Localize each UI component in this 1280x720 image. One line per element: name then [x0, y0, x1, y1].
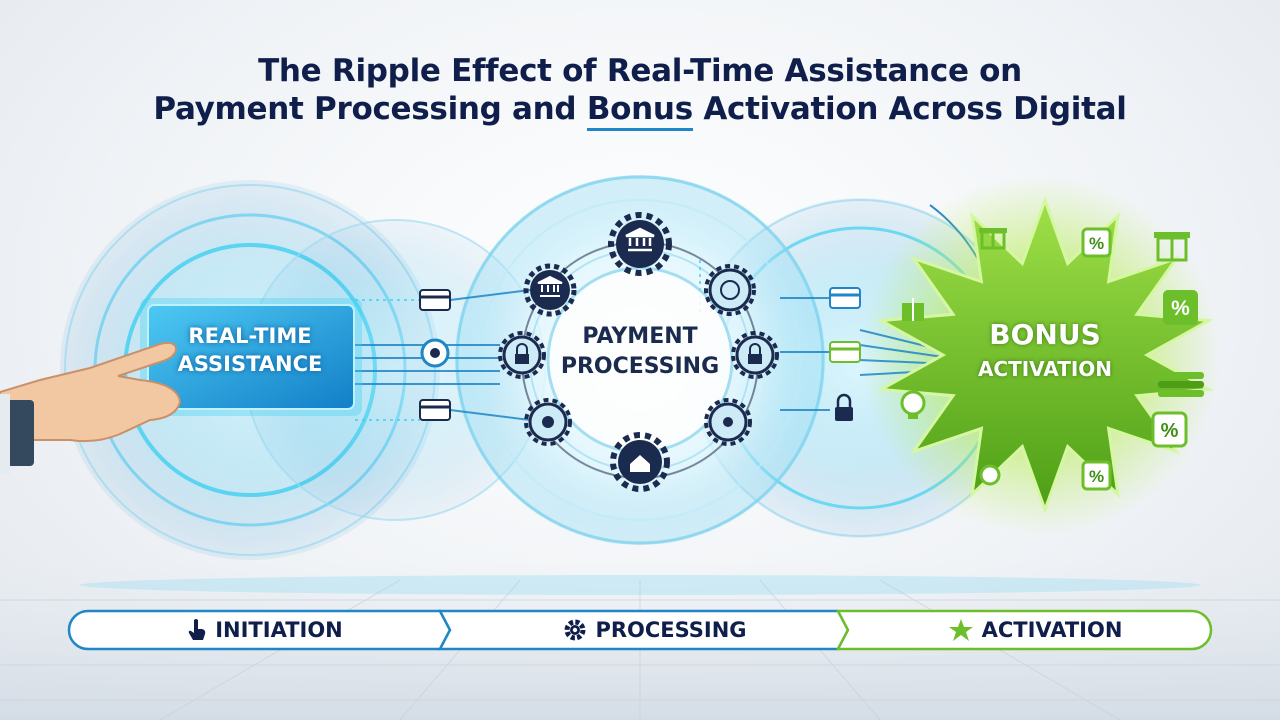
percent-badge-4-text: % — [1089, 467, 1104, 486]
percent-badge-2: % — [1163, 290, 1198, 325]
bonus-label-line-1: BONUS — [989, 318, 1101, 351]
processing-label-line-1: PAYMENT — [582, 324, 698, 349]
step-bar — [67, 609, 1213, 651]
step-activation-shape — [835, 609, 1213, 651]
gift-icon-top-left — [979, 228, 1007, 250]
step-labels: INITIATION PROCESSING ACTIVATION — [70, 611, 1210, 649]
gear-lock-right — [731, 331, 779, 379]
floor-glow — [80, 575, 1200, 595]
percent-badge-3: % — [1151, 411, 1188, 448]
pointer-hand-icon — [187, 618, 207, 642]
title-line-2-start: Payment Processing and — [153, 91, 587, 127]
gear-icon — [563, 618, 587, 642]
gear-shield — [704, 398, 752, 446]
title-line-1: The Ripple Effect of Real-Time Assistanc… — [258, 53, 1022, 89]
percent-badge-3-text: % — [1161, 420, 1179, 442]
card-icon-left-top — [419, 289, 451, 311]
card-icon-right-top — [829, 287, 861, 309]
title-line-2: Payment Processing and Bonus Activation … — [0, 90, 1280, 131]
title-line-2-emphasis: Bonus — [586, 91, 693, 131]
step-activation: ACTIVATION — [860, 611, 1210, 649]
percent-badge-4: % — [1081, 460, 1112, 491]
step-initiation: INITIATION — [90, 611, 440, 649]
gear-globe — [704, 264, 756, 316]
step-initiation-shape — [67, 609, 452, 651]
assistance-box — [140, 298, 362, 416]
lightbulb-icon — [900, 390, 926, 419]
bonus-starburst — [876, 195, 1214, 515]
star-icon — [948, 618, 974, 642]
gear-home-bottom — [610, 432, 670, 492]
step-processing: PROCESSING — [460, 611, 850, 649]
percent-badge-1: % — [1081, 227, 1112, 258]
card-icon-right-middle — [829, 341, 861, 363]
assistance-label-line-2: ASSISTANCE — [177, 352, 323, 376]
gear-bank-top — [608, 212, 672, 276]
card-icon-left-bottom — [419, 399, 451, 421]
title-line-2-end: Activation Across Digital — [692, 91, 1127, 127]
gear-settings — [524, 398, 572, 446]
coin-stack-icon — [1158, 372, 1204, 397]
gift-icon-top-right — [1154, 232, 1190, 262]
lock-icon-right — [835, 393, 853, 421]
step-processing-label: PROCESSING — [595, 618, 747, 642]
assistance-label-line-1: REAL-TIME — [188, 324, 312, 348]
gift-icon-small — [902, 298, 924, 321]
coin-icon-bottom — [979, 464, 1001, 486]
assistance-label: REAL-TIME ASSISTANCE — [150, 322, 350, 378]
page-title: The Ripple Effect of Real-Time Assistanc… — [0, 52, 1280, 131]
gear-lock-left — [498, 331, 546, 379]
processing-label: PAYMENT PROCESSING — [530, 322, 750, 382]
step-initiation-label: INITIATION — [215, 618, 343, 642]
target-node-icon — [420, 338, 450, 368]
bonus-label: BONUS ACTIVATION — [945, 318, 1145, 386]
percent-badge-2-text: % — [1171, 297, 1190, 320]
percent-badge-1-text: % — [1089, 234, 1104, 253]
processing-label-line-2: PROCESSING — [560, 354, 720, 379]
gear-bank-left — [523, 263, 577, 317]
step-activation-label: ACTIVATION — [981, 618, 1123, 642]
bonus-label-line-2: ACTIVATION — [977, 357, 1113, 381]
pointing-hand-icon — [0, 341, 182, 474]
